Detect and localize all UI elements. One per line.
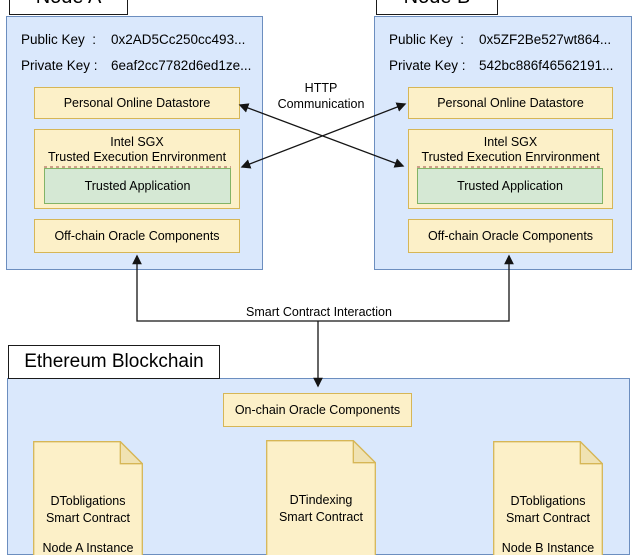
private-key-label: Private Key :	[21, 57, 98, 73]
node-b-title: Node B	[376, 0, 498, 15]
node-a-intel-sgx-tee: Intel SGX Trusted Execution Enrvironment…	[34, 129, 240, 209]
private-key-value: 6eaf2cc7782d6ed1ze...	[111, 57, 252, 73]
document-shape	[493, 441, 603, 555]
http-communication-label: HTTP Communication	[277, 81, 365, 111]
document-text: DTobligations Smart Contract Node B Inst…	[493, 493, 603, 555]
node-a-container: Node A Public Key : 0x2AD5Cc250cc493... …	[6, 0, 263, 270]
document-shape	[266, 440, 376, 555]
instance-label: Node B Instance	[501, 541, 595, 555]
onchain-oracle-components: On-chain Oracle Components	[223, 393, 412, 427]
node-b-intel-sgx-tee: Intel SGX Trusted Execution Enrvironment…	[408, 129, 613, 209]
public-key-value: 0x5ZF2Be527wt864...	[479, 31, 612, 47]
node-b-keys: Public Key : 0x5ZF2Be527wt864... Private…	[389, 30, 613, 82]
node-a-title: Node A	[9, 0, 128, 15]
smart-contract-document-indexing: DTindexing Smart Contract	[266, 440, 376, 555]
instance-label: Node A Instance	[42, 541, 134, 555]
node-b-personal-online-datastore: Personal Online Datastore	[408, 87, 613, 119]
public-key-value: 0x2AD5Cc250cc493...	[111, 31, 246, 47]
tee-line2: Trusted Execution Enrvironment	[47, 150, 227, 164]
node-b-offchain-oracle-components: Off-chain Oracle Components	[408, 219, 613, 253]
node-a-private-key-row: Private Key : 6eaf2cc7782d6ed1ze...	[21, 56, 251, 74]
document-text: DTobligations Smart Contract Node A Inst…	[33, 493, 143, 555]
node-a-keys: Public Key : 0x2AD5Cc250cc493... Private…	[21, 30, 251, 82]
node-b-container: Node B Public Key : 0x5ZF2Be527wt864... …	[374, 0, 632, 270]
node-b-public-key-row: Public Key : 0x5ZF2Be527wt864...	[389, 30, 613, 48]
node-b-private-key-row: Private Key : 542bc886f46562191...	[389, 56, 613, 74]
document-text: DTindexing Smart Contract	[266, 492, 376, 555]
smart-contract-document-node-b: DTobligations Smart Contract Node B Inst…	[493, 441, 603, 555]
node-a-personal-online-datastore: Personal Online Datastore	[34, 87, 240, 119]
instance-label	[266, 539, 376, 555]
tee-line1: Intel SGX	[110, 135, 164, 149]
ethereum-blockchain-title: Ethereum Blockchain	[8, 345, 220, 379]
ethereum-blockchain-container: Ethereum Blockchain On-chain Oracle Comp…	[7, 345, 630, 555]
public-key-label: Public Key :	[389, 31, 465, 47]
public-key-label: Public Key :	[21, 31, 97, 47]
tee-line2: Trusted Execution Enrvironment	[421, 150, 600, 164]
smart-contract-document-node-a: DTobligations Smart Contract Node A Inst…	[33, 441, 143, 555]
node-a-offchain-oracle-components: Off-chain Oracle Components	[34, 219, 240, 253]
node-a-public-key-row: Public Key : 0x2AD5Cc250cc493...	[21, 30, 251, 48]
document-shape	[33, 441, 143, 555]
smart-contract-interaction-label: Smart Contract Interaction	[246, 305, 392, 319]
private-key-label: Private Key :	[389, 57, 466, 73]
private-key-value: 542bc886f46562191...	[479, 57, 614, 73]
tee-line1: Intel SGX	[483, 135, 538, 149]
node-a-trusted-application: Trusted Application	[44, 168, 231, 204]
node-b-trusted-application: Trusted Application	[417, 168, 603, 204]
